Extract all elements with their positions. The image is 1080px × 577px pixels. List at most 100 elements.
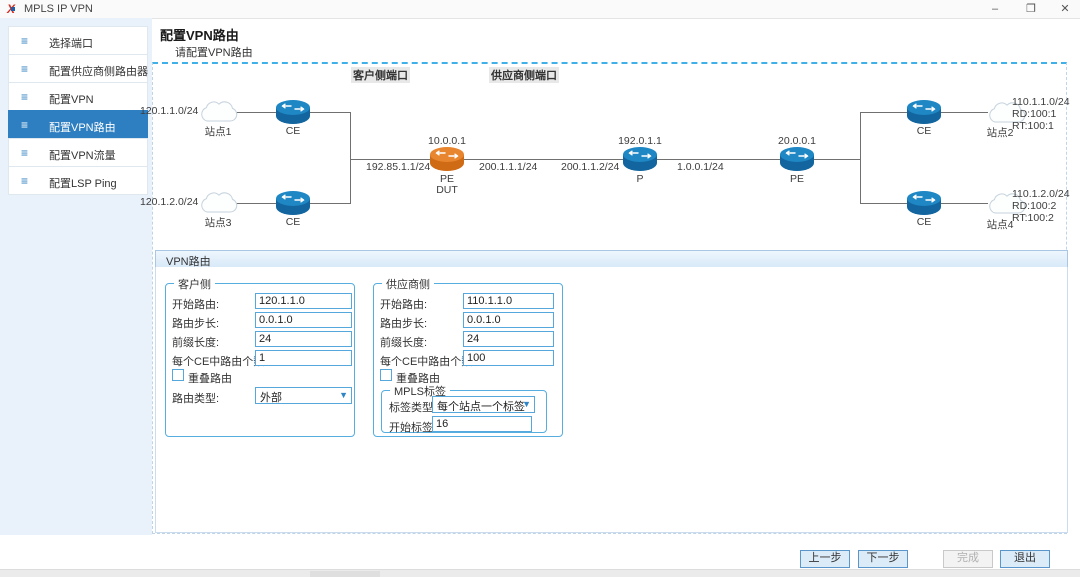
menu-lines-icon: ≡ bbox=[21, 174, 29, 188]
customer-port-label: 客户侧端口 bbox=[351, 67, 410, 83]
p-ip: 192.0.1.1 bbox=[618, 135, 662, 147]
ce4-router-icon bbox=[906, 190, 942, 216]
link-line bbox=[940, 112, 988, 113]
provider-start-route-label: 开始路由: bbox=[380, 299, 428, 311]
customer-prefix-length-input[interactable] bbox=[255, 331, 352, 347]
sidebar-item-config-lsp-ping[interactable]: ≡ 配置LSP Ping bbox=[8, 166, 148, 195]
sidebar-item-config-vpn[interactable]: ≡ 配置VPN bbox=[8, 82, 148, 111]
ce2-router-icon bbox=[275, 190, 311, 216]
ce4-label: CE bbox=[916, 216, 932, 228]
site2-rt: RT:100:1 bbox=[1012, 120, 1054, 132]
provider-overlap-route-label: 重叠路由 bbox=[396, 373, 440, 385]
provider-route-step-label: 路由步长: bbox=[380, 318, 428, 330]
sidebar-item-label: 配置VPN路由 bbox=[49, 122, 116, 134]
customer-route-step-input[interactable] bbox=[255, 312, 352, 328]
previous-step-button[interactable]: 上一步 bbox=[800, 550, 850, 568]
ce2-label: CE bbox=[285, 216, 301, 228]
site4-rt: RT:100:2 bbox=[1012, 212, 1054, 224]
site1-name: 站点1 bbox=[204, 126, 232, 138]
ce1-router-icon bbox=[275, 99, 311, 125]
pe-router-icon bbox=[779, 146, 815, 172]
provider-route-step-input[interactable] bbox=[463, 312, 554, 328]
menu-lines-icon: ≡ bbox=[21, 34, 29, 48]
close-button[interactable]: ✕ bbox=[1060, 3, 1070, 15]
provider-routes-per-ce-input[interactable] bbox=[463, 350, 554, 366]
sidebar-item-select-port[interactable]: ≡ 选择端口 bbox=[8, 26, 148, 55]
customer-prefix-length-label: 前缀长度: bbox=[172, 337, 220, 349]
pe-dut-router-icon bbox=[429, 146, 465, 172]
taskbar-segment bbox=[310, 571, 380, 577]
exit-button[interactable]: 退出 bbox=[1000, 550, 1050, 568]
page-subtitle: 请配置VPN路由 bbox=[175, 47, 253, 59]
p-router-icon bbox=[622, 146, 658, 172]
bottom-taskbar-strip bbox=[0, 569, 1080, 577]
site1-prefix: 120.1.1.0/24 bbox=[140, 105, 199, 117]
ce1-label: CE bbox=[285, 125, 301, 137]
sidebar-item-label: 配置供应商侧路由器 bbox=[49, 66, 148, 78]
customer-side-legend: 客户侧 bbox=[174, 276, 215, 292]
provider-port-label: 供应商侧端口 bbox=[489, 67, 559, 83]
menu-lines-icon: ≡ bbox=[21, 90, 29, 104]
mpls-start-label-input[interactable] bbox=[432, 416, 532, 432]
customer-start-route-input[interactable] bbox=[255, 293, 352, 309]
site2-rd: RD:100:1 bbox=[1012, 108, 1057, 120]
site1-cloud-icon bbox=[196, 98, 240, 126]
link-label-ce-pe: 192.85.1.1/24 bbox=[366, 161, 431, 173]
minimize-button[interactable]: – bbox=[991, 3, 999, 15]
provider-overlap-route-checkbox[interactable] bbox=[380, 369, 392, 381]
pe-dut-role: DUT bbox=[436, 184, 458, 196]
sidebar-item-label: 配置VPN流量 bbox=[49, 150, 116, 162]
provider-start-route-input[interactable] bbox=[463, 293, 554, 309]
site3-cloud-icon bbox=[196, 189, 240, 217]
wizard-sidebar: ≡ 选择端口 ≡ 配置供应商侧路由器 ≡ 配置VPN ≡ 配置VPN路由 ≡ 配… bbox=[0, 18, 152, 535]
mpls-label-legend: MPLS标签 bbox=[390, 383, 450, 399]
customer-routes-per-ce-input[interactable] bbox=[255, 350, 352, 366]
sidebar-item-config-provider-router[interactable]: ≡ 配置供应商侧路由器 bbox=[8, 54, 148, 83]
provider-prefix-length-input[interactable] bbox=[463, 331, 554, 347]
vpn-route-panel-title: VPN路由 bbox=[166, 256, 211, 268]
link-label-pe-right: 200.1.1.1/24 bbox=[479, 161, 538, 173]
site4-rd: RD:100:2 bbox=[1012, 200, 1057, 212]
customer-start-route-label: 开始路由: bbox=[172, 299, 220, 311]
menu-lines-icon: ≡ bbox=[21, 118, 29, 132]
link-line bbox=[309, 203, 351, 204]
vpn-route-panel-header: VPN路由 bbox=[155, 250, 1068, 268]
customer-overlap-route-checkbox[interactable] bbox=[172, 369, 184, 381]
sidebar-item-config-vpn-route[interactable]: ≡ 配置VPN路由 bbox=[8, 110, 148, 139]
site4-name: 站点4 bbox=[986, 219, 1014, 231]
restore-button[interactable]: ❐ bbox=[1026, 3, 1036, 15]
chevron-down-icon: ▼ bbox=[339, 390, 348, 400]
next-step-button[interactable]: 下一步 bbox=[858, 550, 908, 568]
link-line bbox=[236, 203, 277, 204]
provider-side-legend: 供应商侧 bbox=[382, 276, 434, 292]
finish-button[interactable]: 完成 bbox=[943, 550, 993, 568]
link-line bbox=[236, 112, 277, 113]
link-line bbox=[860, 112, 861, 204]
mpls-label-type-select[interactable]: 每个站点一个标签 ▼ bbox=[432, 396, 535, 413]
site3-prefix: 120.1.2.0/24 bbox=[140, 196, 199, 208]
link-line bbox=[350, 159, 861, 160]
customer-route-type-select[interactable]: 外部 ▼ bbox=[255, 387, 352, 404]
sidebar-item-label: 选择端口 bbox=[49, 38, 93, 50]
mpls-label-type-label: 标签类型: bbox=[389, 402, 437, 414]
site4-cloud-icon bbox=[984, 190, 1028, 218]
page-title: 配置VPN路由 bbox=[160, 28, 239, 43]
link-line bbox=[350, 112, 351, 204]
pe2-ip: 20.0.0.1 bbox=[778, 135, 816, 147]
link-line bbox=[860, 112, 908, 113]
link-label-p-pe: 1.0.0.1/24 bbox=[677, 161, 724, 173]
site2-prefix: 110.1.1.0/24 bbox=[1012, 96, 1070, 108]
window-title: MPLS IP VPN bbox=[24, 3, 93, 15]
link-line bbox=[860, 203, 908, 204]
pe2-name: PE bbox=[789, 173, 804, 185]
provider-routes-per-ce-label: 每个CE中路由个数: bbox=[380, 356, 476, 368]
link-label-p-left: 200.1.1.2/24 bbox=[561, 161, 620, 173]
ce3-router-icon bbox=[906, 99, 942, 125]
sidebar-item-config-vpn-traffic[interactable]: ≡ 配置VPN流量 bbox=[8, 138, 148, 167]
customer-route-type-label: 路由类型: bbox=[172, 393, 220, 405]
pe-dut-ip: 10.0.0.1 bbox=[428, 135, 466, 147]
customer-routes-per-ce-label: 每个CE中路由个数: bbox=[172, 356, 268, 368]
site4-prefix: 110.1.2.0/24 bbox=[1012, 188, 1070, 200]
menu-lines-icon: ≡ bbox=[21, 62, 29, 76]
